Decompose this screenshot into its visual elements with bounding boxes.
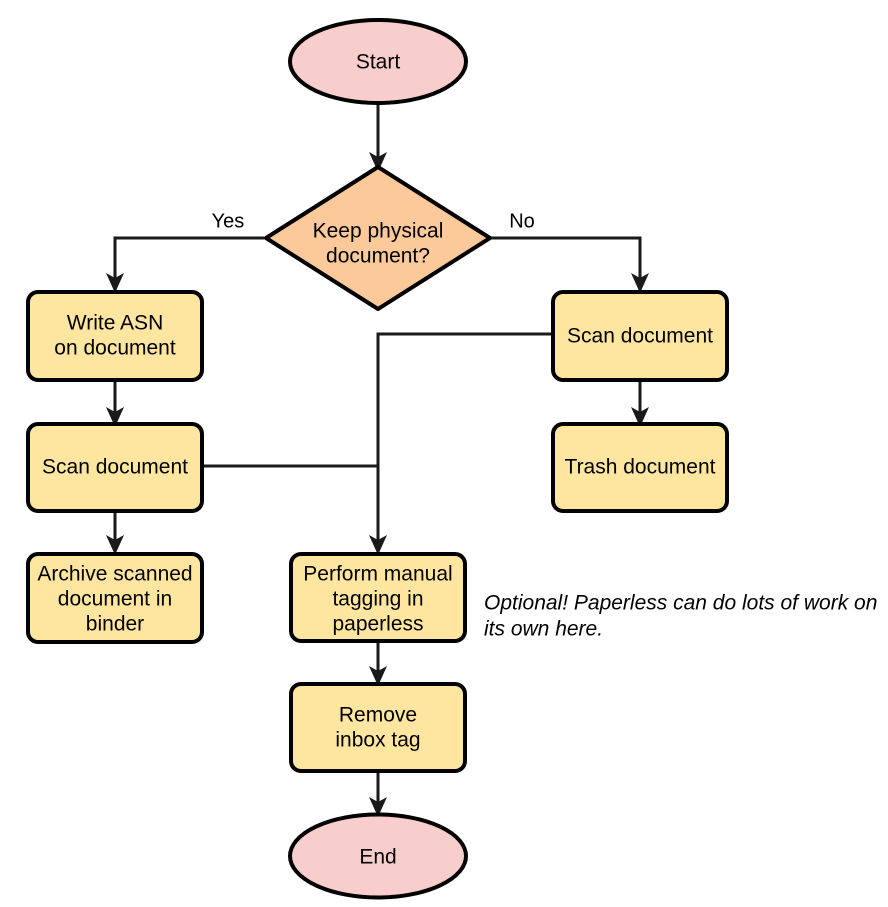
edge-scan-right-to-manual-tagging [369, 332, 551, 555]
edge-label-yes: Yes [212, 210, 245, 232]
archive-label-line1: Archive scanned [37, 563, 192, 586]
node-write-asn-on-document[interactable]: Write ASN on document [26, 290, 204, 382]
archive-binder-box[interactable] [26, 552, 204, 644]
archive-label-line3: binder [86, 613, 144, 636]
edge-scan-right-to-trash [631, 380, 649, 427]
node-scan-document-right[interactable]: Scan document [551, 290, 729, 382]
manual-tagging-label-line1: Perform manual [303, 563, 452, 586]
annotation-line1: Optional! Paperless can do lots of work … [484, 592, 877, 615]
trash-document-label: Trash document [565, 456, 716, 479]
start-ellipse[interactable] [288, 18, 468, 105]
end-label: End [359, 846, 396, 869]
annotation-optional-note: Optional! Paperless can do lots of work … [484, 592, 877, 641]
manual-tagging-label-line2: tagging in [332, 588, 423, 611]
node-start[interactable]: Start [288, 18, 468, 105]
edge-decision-yes-to-write-asn [106, 236, 264, 293]
node-remove-inbox-tag[interactable]: Remove inbox tag [289, 682, 467, 773]
node-keep-physical-document[interactable]: Keep physical document? [264, 165, 492, 311]
edge-manual-tagging-to-remove-inbox [369, 641, 387, 686]
node-archive-scanned-document[interactable]: Archive scanned document in binder [26, 552, 204, 644]
scan-document-left-box[interactable] [26, 422, 204, 513]
scan-document-left-label: Scan document [42, 456, 188, 479]
remove-inbox-label-line1: Remove [339, 704, 417, 727]
node-end[interactable]: End [288, 812, 468, 900]
write-asn-box[interactable] [26, 290, 204, 382]
edge-label-no: No [509, 210, 535, 232]
edge-write-asn-to-scan-left [106, 380, 124, 427]
node-perform-manual-tagging[interactable]: Perform manual tagging in paperless [289, 552, 467, 643]
archive-label-line2: document in [58, 588, 172, 611]
manual-tagging-label-line3: paperless [332, 613, 423, 636]
decision-label-line2: document? [326, 245, 430, 268]
start-label: Start [356, 51, 401, 74]
end-ellipse[interactable] [288, 812, 468, 900]
trash-document-box[interactable] [551, 422, 729, 513]
write-asn-label-line1: Write ASN [67, 312, 163, 335]
write-asn-label-line2: on document [54, 337, 176, 360]
scan-document-right-box[interactable] [551, 290, 729, 382]
edge-decision-no-to-scan-right [491, 236, 649, 293]
edge-start-to-decision [369, 102, 387, 172]
annotation-line2: its own here. [484, 618, 603, 641]
node-scan-document-left[interactable]: Scan document [26, 422, 204, 513]
remove-inbox-box[interactable] [289, 682, 467, 773]
node-trash-document[interactable]: Trash document [551, 422, 729, 513]
edge-scan-left-to-archive [106, 511, 124, 555]
manual-tagging-box[interactable] [289, 552, 467, 643]
edge-remove-inbox-to-end [369, 771, 387, 817]
remove-inbox-label-line2: inbox tag [335, 729, 420, 752]
decision-label-line1: Keep physical [313, 220, 444, 243]
decision-diamond[interactable] [264, 165, 492, 311]
scan-document-right-label: Scan document [567, 325, 713, 348]
